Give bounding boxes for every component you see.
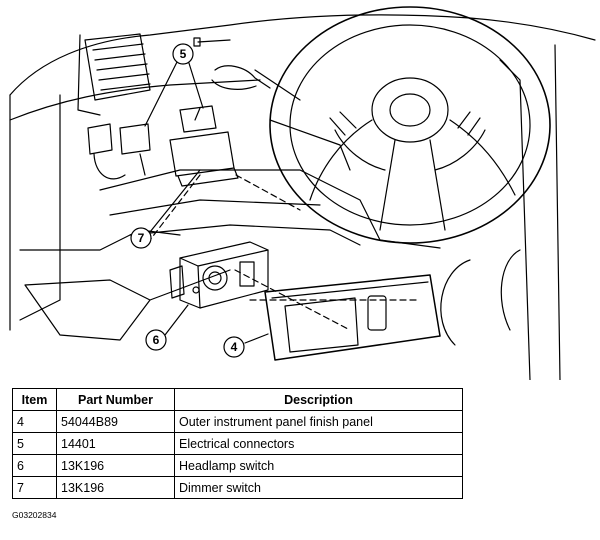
air-vent [77, 33, 151, 116]
headlamp-switch [169, 241, 269, 309]
column-header-item: Item [12, 388, 57, 411]
callout-4: 4 [223, 336, 245, 358]
callout-5-number: 5 [180, 47, 187, 61]
steering-wheel [269, 6, 551, 244]
table-header-row: Item Part Number Description [12, 388, 463, 411]
callout-4-number: 4 [231, 340, 238, 354]
table-row: 6 13K196 Headlamp switch [12, 454, 463, 477]
cell-item: 7 [12, 476, 57, 499]
dashboard-exploded-illustration: 5 7 6 4 [9, 6, 596, 380]
cell-description: Headlamp switch [174, 454, 463, 477]
callout-6-number: 6 [153, 333, 160, 347]
parts-table: Item Part Number Description 4 54044B89 … [12, 388, 463, 499]
table-row: 4 54044B89 Outer instrument panel finish… [12, 410, 463, 433]
cell-item: 6 [12, 454, 57, 477]
bolt [193, 37, 231, 47]
cell-part-number: 13K196 [56, 454, 175, 477]
callout-6: 6 [145, 329, 167, 351]
steering-column [211, 65, 351, 171]
callout-5: 5 [172, 43, 194, 65]
column-header-description: Description [174, 388, 463, 411]
table-row: 7 13K196 Dimmer switch [12, 476, 463, 499]
cell-item: 4 [12, 410, 57, 433]
cell-part-number: 14401 [56, 432, 175, 455]
cell-item: 5 [12, 432, 57, 455]
cell-description: Dimmer switch [174, 476, 463, 499]
cell-part-number: 54044B89 [56, 410, 175, 433]
table-row: 5 14401 Electrical connectors [12, 432, 463, 455]
cell-description: Electrical connectors [174, 432, 463, 455]
callout-leaders [144, 59, 269, 344]
cell-part-number: 13K196 [56, 476, 175, 499]
cell-description: Outer instrument panel finish panel [174, 410, 463, 433]
callout-7-number: 7 [138, 231, 145, 245]
column-header-part-number: Part Number [56, 388, 175, 411]
finish-panel [264, 274, 441, 361]
callout-7: 7 [130, 227, 152, 249]
figure-code: G03202834 [12, 510, 57, 520]
electrical-connectors [87, 105, 239, 187]
